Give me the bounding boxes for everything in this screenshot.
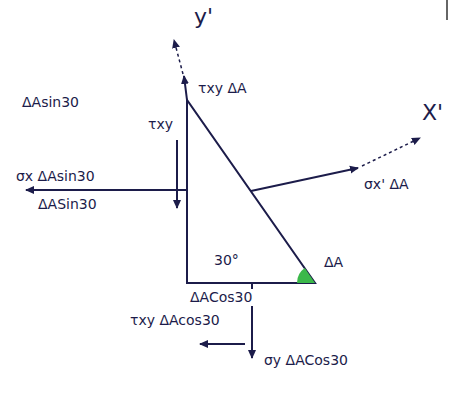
shear-arrow-left <box>176 140 178 208</box>
force-label: σx' ΔA <box>362 176 411 193</box>
normal-arrow-incline <box>251 168 358 191</box>
angle-label: 30° <box>212 252 241 269</box>
page-margin-line <box>446 0 448 20</box>
stress-label: τxy <box>146 116 175 133</box>
area-label: ΔACos30 <box>188 289 254 306</box>
force-label: σx ΔAsin30 <box>14 168 97 185</box>
shear-force-arrow <box>184 76 187 100</box>
force-label: τxy ΔA <box>196 80 249 97</box>
triangle-element <box>187 100 315 283</box>
angle-wedge <box>297 268 315 283</box>
axis-label: X' <box>420 100 445 126</box>
area-label: ΔASin30 <box>36 196 99 213</box>
shear-arrow-bottom <box>200 343 245 345</box>
force-label: σy ΔACos30 <box>262 352 350 369</box>
area-label: ΔA <box>322 254 345 271</box>
x-prime-axis <box>362 138 420 166</box>
area-label: ΔAsin30 <box>20 94 81 111</box>
force-label: τxy ΔAcos30 <box>128 312 222 329</box>
normal-arrow-left <box>26 189 186 191</box>
axis-label: y' <box>192 4 215 30</box>
y-prime-axis <box>174 40 183 74</box>
